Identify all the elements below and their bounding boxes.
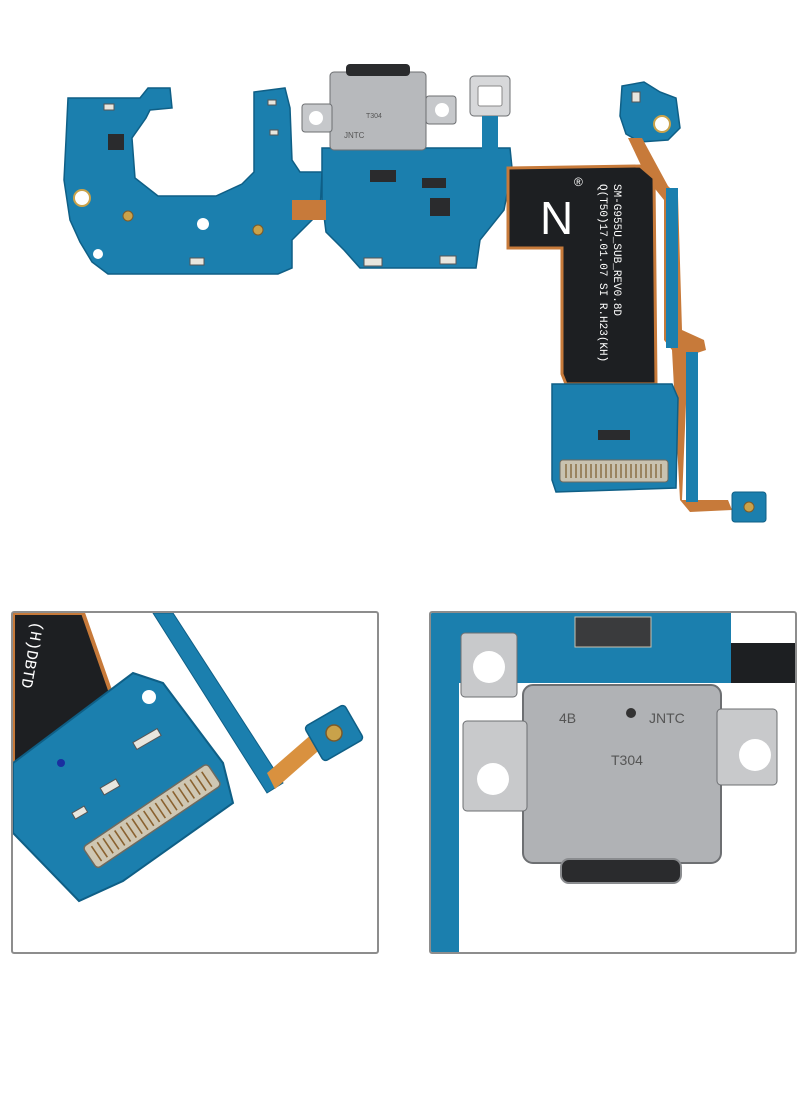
charging-port-board-photo: T304 JNTC N ® SM-G955U_SUB_REV0.8D Q(T50… <box>63 64 767 523</box>
ic-chips <box>108 134 630 440</box>
pcb-hole-2 <box>197 218 209 230</box>
antenna-contact-lower <box>743 501 755 513</box>
connector-stamp-top: T304 <box>366 113 382 120</box>
microphone-cap <box>477 85 503 107</box>
zoom-board-connector-image: (H)DBTD <box>13 613 364 903</box>
zoom-stamp-code: T304 <box>611 752 643 768</box>
zoom-stamp-left: 4B <box>559 710 576 726</box>
pcb-center-section <box>321 147 513 269</box>
zoom-usb-c-port-image: 4B JNTC T304 <box>431 613 795 952</box>
flex-logo-letter: N <box>540 192 573 244</box>
pcb-hole-3 <box>93 249 103 259</box>
zoom-stamp-brand: JNTC <box>649 710 685 726</box>
zoom-flex-strip-blue <box>152 613 284 794</box>
registered-mark: ® <box>574 175 583 189</box>
zoom-black-flex-right <box>731 643 795 683</box>
mount-hole-left <box>309 111 323 125</box>
flex-right-strip <box>628 138 732 512</box>
board-label-line-1: SM-G955U_SUB_REV0.8D <box>610 184 622 316</box>
zoom-b2b-connector <box>83 764 221 869</box>
connector-stamp-bottom: JNTC <box>344 131 365 140</box>
board-label-line-2: Q(T50)17.01.07 SI R.H23(KH) <box>596 184 608 362</box>
zoom-upper-bracket-hole <box>473 651 505 683</box>
pcb-hole-1 <box>73 189 91 207</box>
black-flex-cable <box>506 164 658 386</box>
zoom-components <box>71 727 162 820</box>
smd-components <box>103 91 641 267</box>
antenna-contact-1 <box>122 210 134 222</box>
zoom-connector-board <box>13 671 235 903</box>
zoom-usb-c-opening <box>560 858 682 884</box>
antenna-contact-2 <box>252 224 264 236</box>
zoom-ic-chip <box>574 616 652 648</box>
zoom-usb-c-housing <box>522 684 722 864</box>
pcb-right-tab <box>619 81 681 143</box>
microphone-flex <box>482 116 498 150</box>
zoom-pcb-hole <box>142 690 156 704</box>
zoom-stamp-dot <box>626 708 636 718</box>
usb-c-port-opening <box>346 64 410 76</box>
connector-pins <box>565 464 662 478</box>
zoom-panel-usb-c-port: 4B JNTC T304 <box>429 611 797 954</box>
flex-bridge-left <box>292 200 326 220</box>
zoom-mount-hole-left <box>477 763 509 795</box>
zoom-panel-board-connector: (H)DBTD <box>11 611 379 954</box>
pcb-left-section <box>63 87 323 275</box>
pcb-hole-4 <box>653 115 671 133</box>
zoom-blue-dot <box>57 759 65 767</box>
zoom-mount-hole-right <box>739 739 771 771</box>
zoom-antenna-contact <box>325 724 343 742</box>
zoom-flex-strip-copper <box>267 733 325 789</box>
zoom-pcb-left-strip <box>431 683 459 952</box>
flex-right-blue-line-lower <box>686 352 698 502</box>
flex-right-blue-line <box>666 188 678 348</box>
mount-hole-right <box>435 103 449 117</box>
